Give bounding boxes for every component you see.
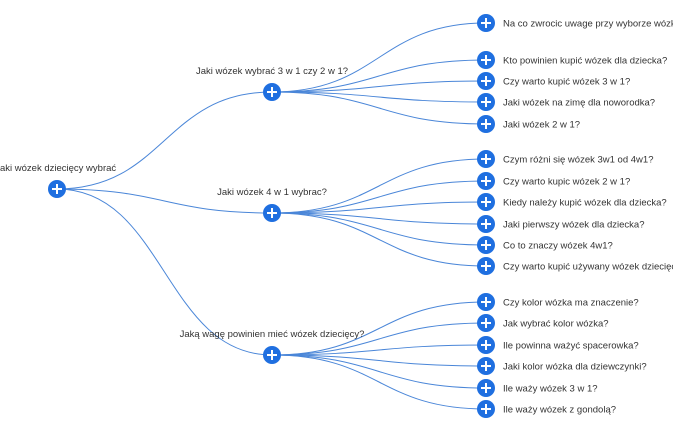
link-branch-2-leaf-3: [271, 201, 487, 214]
leaf-node-2-4: Jaki pierwszy wózek dla dziecka?: [477, 215, 645, 233]
link-branch-2-leaf-5: [271, 212, 487, 246]
root-node-label: jaki wózek dziecięcy wybrać: [0, 163, 116, 174]
leaf-node-2-5-label: Co to znaczy wózek 4w1?: [503, 241, 613, 252]
leaf-node-2-2: Czy warto kupic wózek 2 w 1?: [477, 172, 630, 190]
leaf-node-1-1: Na co zwrocic uwage przy wyborze wózka?: [477, 14, 673, 32]
plus-circle-icon[interactable]: [263, 204, 281, 222]
link-branch-2-leaf-1: [271, 158, 487, 214]
plus-circle-icon[interactable]: [477, 293, 495, 311]
leaf-node-1-5: Jaki wózek 2 w 1?: [477, 115, 580, 133]
link-branch-1-leaf-3: [271, 80, 487, 93]
plus-circle-icon[interactable]: [477, 400, 495, 418]
link-branch-1-leaf-4: [271, 91, 487, 103]
plus-circle-icon[interactable]: [477, 336, 495, 354]
plus-circle-icon[interactable]: [263, 346, 281, 364]
leaf-node-1-5-label: Jaki wózek 2 w 1?: [503, 120, 580, 131]
root-node: jaki wózek dziecięcy wybrać: [0, 163, 116, 198]
plus-circle-icon[interactable]: [477, 257, 495, 275]
plus-circle-icon[interactable]: [477, 172, 495, 190]
link-branch-3-leaf-4: [271, 354, 487, 367]
link-branch-3-leaf-1: [271, 301, 487, 356]
branch-node-3-label: Jaką wagę powinien mieć wózek dziecięcy?: [180, 329, 365, 340]
link-root-branch-1: [56, 91, 273, 190]
plus-circle-icon[interactable]: [263, 83, 281, 101]
leaf-node-3-3-label: Ile powinna ważyć spacerowka?: [503, 341, 639, 352]
leaf-node-1-4-label: Jaki wózek na zimę dla noworodka?: [503, 98, 655, 109]
plus-circle-icon[interactable]: [477, 357, 495, 375]
leaf-node-2-3: Kiedy należy kupić wózek dla dziecka?: [477, 193, 667, 211]
leaf-node-3-5: Ile waży wózek 3 w 1?: [477, 379, 598, 397]
leaf-node-3-4-label: Jaki kolor wózka dla dziewczynki?: [503, 362, 647, 373]
link-branch-2-leaf-2: [271, 180, 487, 214]
leaf-node-1-2: Kto powinien kupić wózek dla dziecka?: [477, 51, 667, 69]
leaf-node-2-6-label: Czy warto kupić używany wózek dziecięcy?: [503, 262, 673, 273]
leaf-node-2-6: Czy warto kupić używany wózek dziecięcy?: [477, 257, 673, 275]
leaf-node-3-3: Ile powinna ważyć spacerowka?: [477, 336, 639, 354]
leaf-node-1-4: Jaki wózek na zimę dla noworodka?: [477, 93, 655, 111]
leaf-node-1-1-label: Na co zwrocic uwage przy wyborze wózka?: [503, 19, 673, 30]
branch-node-2: Jaki wózek 4 w 1 wybrac?: [217, 187, 327, 222]
leaf-node-2-5: Co to znaczy wózek 4w1?: [477, 236, 613, 254]
leaf-node-3-6-label: Ile waży wózek z gondolą?: [503, 405, 616, 416]
link-branch-1-leaf-5: [271, 91, 487, 125]
plus-circle-icon[interactable]: [477, 72, 495, 90]
leaf-node-1-2-label: Kto powinien kupić wózek dla dziecka?: [503, 56, 667, 67]
node-layer: jaki wózek dziecięcy wybrać Jaki wózek wy…: [0, 14, 673, 418]
branch-node-1-label: Jaki wózek wybrać 3 w 1 czy 2 w 1?: [196, 66, 348, 77]
link-branch-1-leaf-1: [271, 22, 487, 93]
link-branch-2-leaf-6: [271, 212, 487, 267]
link-root-branch-3: [56, 188, 273, 356]
plus-circle-icon[interactable]: [477, 51, 495, 69]
branch-node-2-label: Jaki wózek 4 w 1 wybrac?: [217, 187, 327, 198]
leaf-node-3-6: Ile waży wózek z gondolą?: [477, 400, 616, 418]
plus-circle-icon[interactable]: [477, 193, 495, 211]
plus-circle-icon[interactable]: [477, 93, 495, 111]
leaf-node-3-4: Jaki kolor wózka dla dziewczynki?: [477, 357, 647, 375]
leaf-node-2-1: Czym różni się wózek 3w1 od 4w1?: [477, 150, 653, 168]
leaf-node-2-2-label: Czy warto kupic wózek 2 w 1?: [503, 177, 630, 188]
plus-circle-icon[interactable]: [477, 115, 495, 133]
plus-circle-icon[interactable]: [477, 14, 495, 32]
plus-circle-icon[interactable]: [477, 379, 495, 397]
leaf-node-2-1-label: Czym różni się wózek 3w1 od 4w1?: [503, 155, 653, 166]
link-layer: [56, 22, 487, 410]
plus-circle-icon[interactable]: [48, 180, 66, 198]
leaf-node-1-3: Czy warto kupić wózek 3 w 1?: [477, 72, 630, 90]
link-branch-3-leaf-5: [271, 354, 487, 389]
leaf-node-3-2-label: Jak wybrać kolor wózka?: [503, 319, 609, 330]
leaf-node-2-4-label: Jaki pierwszy wózek dla dziecka?: [503, 220, 645, 231]
leaf-node-1-3-label: Czy warto kupić wózek 3 w 1?: [503, 77, 630, 88]
leaf-node-3-1-label: Czy kolor wózka ma znaczenie?: [503, 298, 639, 309]
plus-circle-icon[interactable]: [477, 314, 495, 332]
link-branch-1-leaf-2: [271, 59, 487, 93]
branch-node-3: Jaką wagę powinien mieć wózek dziecięcy?: [180, 329, 365, 364]
link-root-branch-2: [56, 188, 273, 214]
link-branch-3-leaf-3: [271, 344, 487, 356]
leaf-node-3-2: Jak wybrać kolor wózka?: [477, 314, 609, 332]
link-branch-3-leaf-6: [271, 354, 487, 410]
plus-circle-icon[interactable]: [477, 236, 495, 254]
plus-circle-icon[interactable]: [477, 215, 495, 233]
link-branch-3-leaf-2: [271, 322, 487, 356]
leaf-node-3-1: Czy kolor wózka ma znaczenie?: [477, 293, 639, 311]
link-branch-2-leaf-4: [271, 212, 487, 225]
branch-node-1: Jaki wózek wybrać 3 w 1 czy 2 w 1?: [196, 66, 348, 101]
plus-circle-icon[interactable]: [477, 150, 495, 168]
leaf-node-3-5-label: Ile waży wózek 3 w 1?: [503, 384, 598, 395]
leaf-node-2-3-label: Kiedy należy kupić wózek dla dziecka?: [503, 198, 667, 209]
